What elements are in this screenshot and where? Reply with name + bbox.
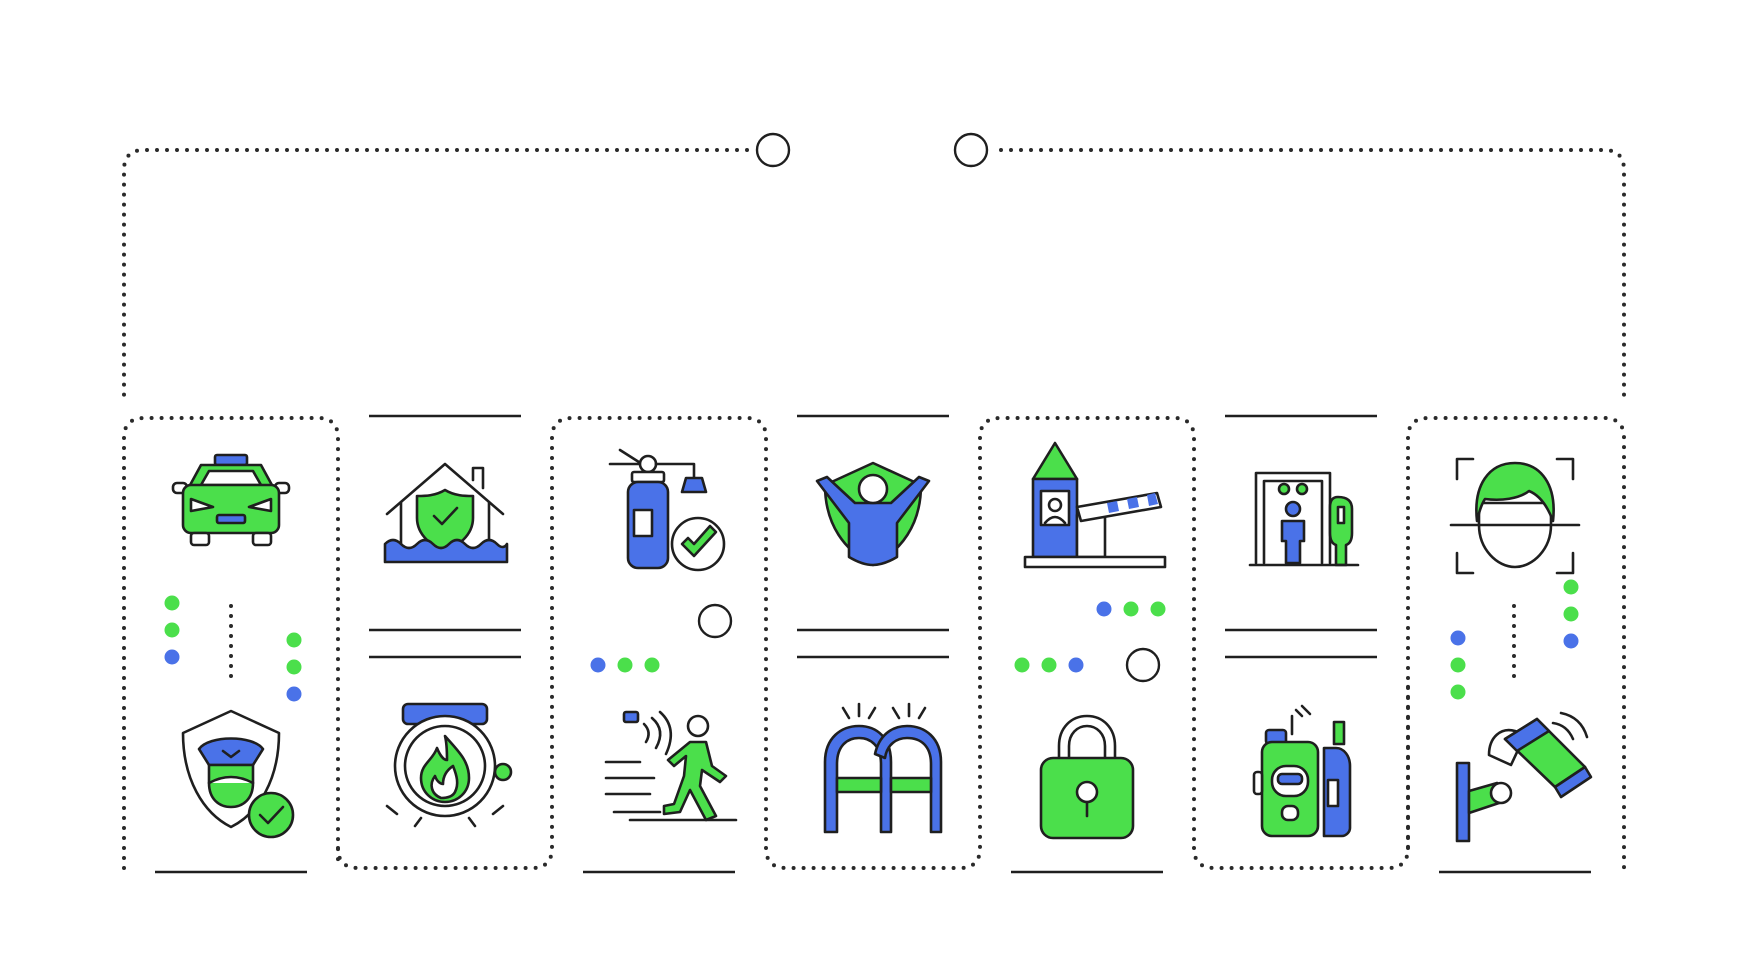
lines-frame-col2: [336, 414, 554, 870]
security-guard-shield-icon: [181, 709, 295, 839]
security-checkpoint-barrier-icon: [1023, 441, 1167, 569]
personal-protection-shield-icon: [815, 461, 931, 567]
lines-frame-col4: [764, 414, 982, 870]
connector-node-left: [755, 132, 791, 168]
face-recognition-icon: [1449, 457, 1581, 575]
top-dotted-bracket: [122, 132, 1626, 400]
dotted-frame-col7: [1406, 416, 1626, 874]
connector-node-right: [953, 132, 989, 168]
dotted-frame-col5: [978, 416, 1196, 874]
dotted-frame-col1: [122, 416, 340, 874]
motion-sensor-runner-icon: [604, 710, 738, 822]
dot-group-col1-left: [164, 595, 180, 665]
connector-node: [1125, 647, 1161, 683]
police-car-icon: [171, 453, 291, 547]
walkie-talkie-icon: [1252, 704, 1352, 838]
dot-group-col3: [590, 657, 660, 673]
connector-node: [697, 603, 733, 639]
dot-group-col5-upper: [1096, 601, 1166, 617]
crowd-control-barrier-icon: [823, 702, 943, 834]
flood-insurance-house-icon: [383, 462, 509, 564]
padlock-icon: [1039, 714, 1135, 840]
lines-frame-col6: [1192, 414, 1410, 870]
fire-extinguisher-check-icon: [608, 448, 726, 572]
dot-group-col1-right: [286, 632, 302, 702]
dot-group-col5-lower: [1014, 657, 1084, 673]
dotted-frame-col3: [550, 416, 768, 874]
security-camera-icon: [1455, 711, 1593, 843]
dot-group-col7-right: [1563, 579, 1579, 649]
dot-group-col7-left: [1450, 630, 1466, 700]
fire-alarm-bell-icon: [385, 702, 513, 828]
metal-detector-gate-icon: [1248, 471, 1360, 567]
